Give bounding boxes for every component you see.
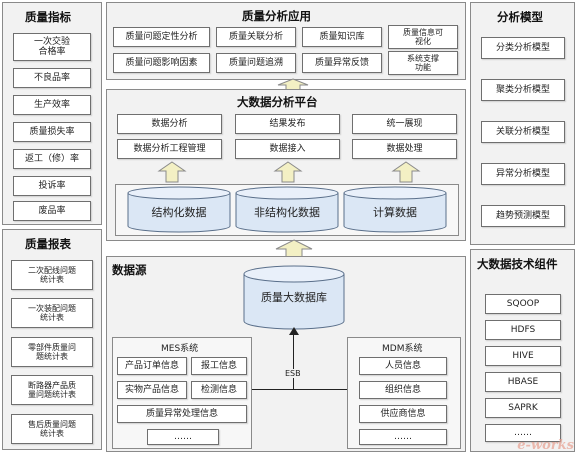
bigdata-platform-title: 大数据分析平台: [237, 95, 318, 109]
platform-project-management: 数据分析工程管理: [117, 139, 222, 159]
arrow-cyl3-up: [391, 161, 421, 183]
report-components: 零部件质量问 题统计表: [11, 337, 93, 367]
app-anomaly-feedback: 质量异常反馈: [302, 53, 382, 73]
arrow-cyl2-up: [273, 161, 303, 183]
mdm-system-title: MDM系统: [382, 344, 423, 354]
tech-components-panel: 大数据技术组件 SQOOP HDFS HIVE HBASE SAPRK ……: [470, 249, 575, 452]
indicator-scrap-rate: 废品率: [13, 201, 91, 221]
cylinder-computed: [343, 186, 447, 233]
app-knowledge-base: 质量知识库: [302, 27, 382, 47]
bigdata-platform-panel: 大数据分析平台 数据分析 结果发布 统一展现 数据分析工程管理 数据接入 数据处…: [106, 89, 466, 241]
esb-connector-vertical: [293, 333, 294, 389]
platform-result-publish: 结果发布: [235, 114, 340, 134]
quality-indicators-title: 质量指标: [25, 10, 71, 24]
mdm-organization-info: 组织信息: [359, 381, 447, 399]
app-visualization: 质量信息可 视化: [388, 25, 458, 49]
platform-data-ingestion: 数据接入: [235, 139, 340, 159]
esb-label: ESB: [285, 369, 301, 378]
app-influence-factors: 质量问题影响因素: [113, 53, 210, 73]
model-association: 关联分析模型: [481, 121, 565, 143]
model-anomaly: 异常分析模型: [481, 163, 565, 185]
esb-connector-horizontal: [251, 389, 347, 390]
mdm-more: ……: [359, 429, 447, 445]
mes-system-title: MES系统: [161, 344, 199, 354]
quality-indicators-panel: 质量指标 一次交验 合格率 不良品率 生产效率 质量损失率 返工（修）率 投诉率…: [2, 2, 102, 225]
indicator-efficiency: 生产效率: [13, 95, 91, 115]
cylinder-structured: [127, 186, 231, 233]
platform-data-analysis: 数据分析: [117, 114, 222, 134]
component-more: ……: [485, 424, 561, 442]
mdm-personnel-info: 人员信息: [359, 357, 447, 375]
platform-data-processing: 数据处理: [352, 139, 457, 159]
component-hdfs: HDFS: [485, 320, 561, 340]
analysis-models-title: 分析模型: [497, 10, 543, 24]
quality-reports-panel: 质量报表 二次配线问题 统计表 一次装配问题 统计表 零部件质量问 题统计表 断…: [2, 229, 102, 450]
platform-unified-display: 统一展现: [352, 114, 457, 134]
quality-reports-title: 质量报表: [25, 237, 71, 251]
report-after-sales: 售后质量问题 统计表: [11, 414, 93, 444]
data-source-panel: 数据源 质量大数据库 ESB MES系统 产品订单信息 报工信息 实物产品信息 …: [106, 256, 466, 452]
model-trend-forecast: 趋势预测模型: [481, 205, 565, 227]
model-clustering: 聚类分析模型: [481, 79, 565, 101]
app-correlation-analysis: 质量关联分析: [216, 27, 296, 47]
mes-work-report: 报工信息: [191, 357, 247, 375]
cylinder-computed-label: 计算数据: [373, 206, 417, 219]
watermark: e-works: [517, 438, 574, 453]
quality-database-cylinder: [243, 265, 345, 330]
mes-physical-product: 实物产品信息: [117, 381, 187, 399]
tech-components-title: 大数据技术组件: [477, 257, 558, 271]
model-classification: 分类分析模型: [481, 37, 565, 59]
mes-anomaly-handling: 质量异常处理信息: [117, 405, 247, 423]
indicator-loss-rate: 质量损失率: [13, 122, 91, 142]
cylinder-structured-label: 结构化数据: [151, 206, 207, 219]
component-hbase: HBASE: [485, 372, 561, 392]
esb-arrowhead: [289, 327, 299, 335]
quality-database-label: 质量大数据库: [261, 291, 327, 304]
cylinder-unstructured-label: 非结构化数据: [254, 206, 320, 219]
indicator-defect-rate: 不良品率: [13, 68, 91, 88]
indicator-first-pass-rate: 一次交验 合格率: [13, 33, 91, 61]
component-sqoop: SQOOP: [485, 294, 561, 314]
data-source-title: 数据源: [112, 263, 147, 277]
report-first-assembly: 一次装配问题 统计表: [11, 298, 93, 328]
app-qualitative-analysis: 质量问题定性分析: [113, 27, 210, 47]
component-hive: HIVE: [485, 346, 561, 366]
mes-inspection-info: 检测信息: [191, 381, 247, 399]
cylinder-unstructured: [235, 186, 339, 233]
mdm-supplier-info: 供应商信息: [359, 405, 447, 423]
quality-apps-panel: 质量分析应用 质量问题定性分析 质量关联分析 质量知识库 质量信息可 视化 质量…: [106, 2, 466, 80]
indicator-complaint-rate: 投诉率: [13, 176, 91, 196]
analysis-models-panel: 分析模型 分类分析模型 聚类分析模型 关联分析模型 异常分析模型 趋势预测模型: [470, 2, 575, 245]
component-saprk: SAPRK: [485, 398, 561, 418]
report-breaker-products: 断路器产品质 量问题统计表: [11, 375, 93, 405]
app-system-support: 系统支撑 功能: [388, 51, 458, 75]
indicator-rework-rate: 返工（修）率: [13, 149, 91, 169]
report-secondary-wiring: 二次配线问题 统计表: [11, 260, 93, 290]
mes-more: ……: [147, 429, 219, 445]
arrow-cyl1-up: [157, 161, 187, 183]
quality-apps-title: 质量分析应用: [242, 9, 311, 23]
mes-order-info: 产品订单信息: [117, 357, 187, 375]
app-traceability: 质量问题追溯: [216, 53, 296, 73]
